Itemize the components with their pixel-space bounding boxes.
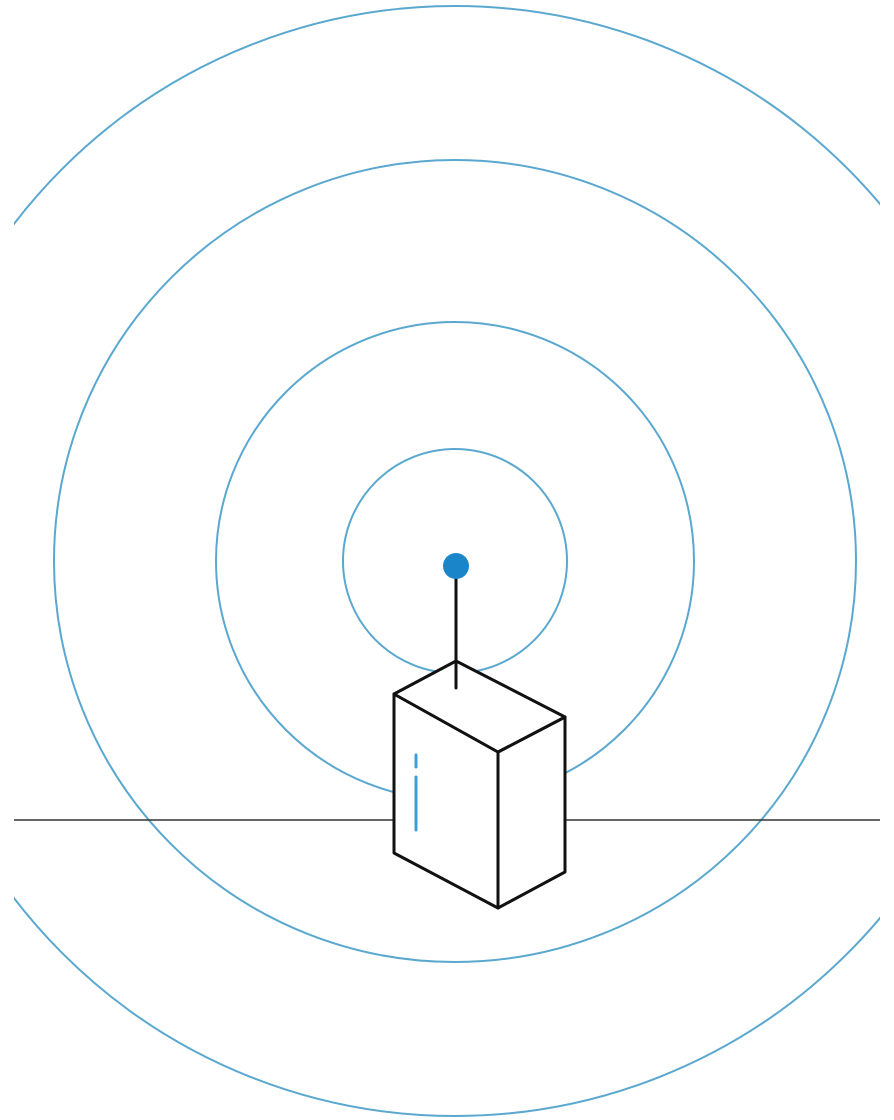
antenna-tip	[443, 553, 469, 579]
signal-ring-3	[53, 159, 857, 963]
router-top-face	[392, 659, 567, 754]
router-icon	[392, 553, 567, 910]
signal-ring-4	[14, 5, 880, 1117]
